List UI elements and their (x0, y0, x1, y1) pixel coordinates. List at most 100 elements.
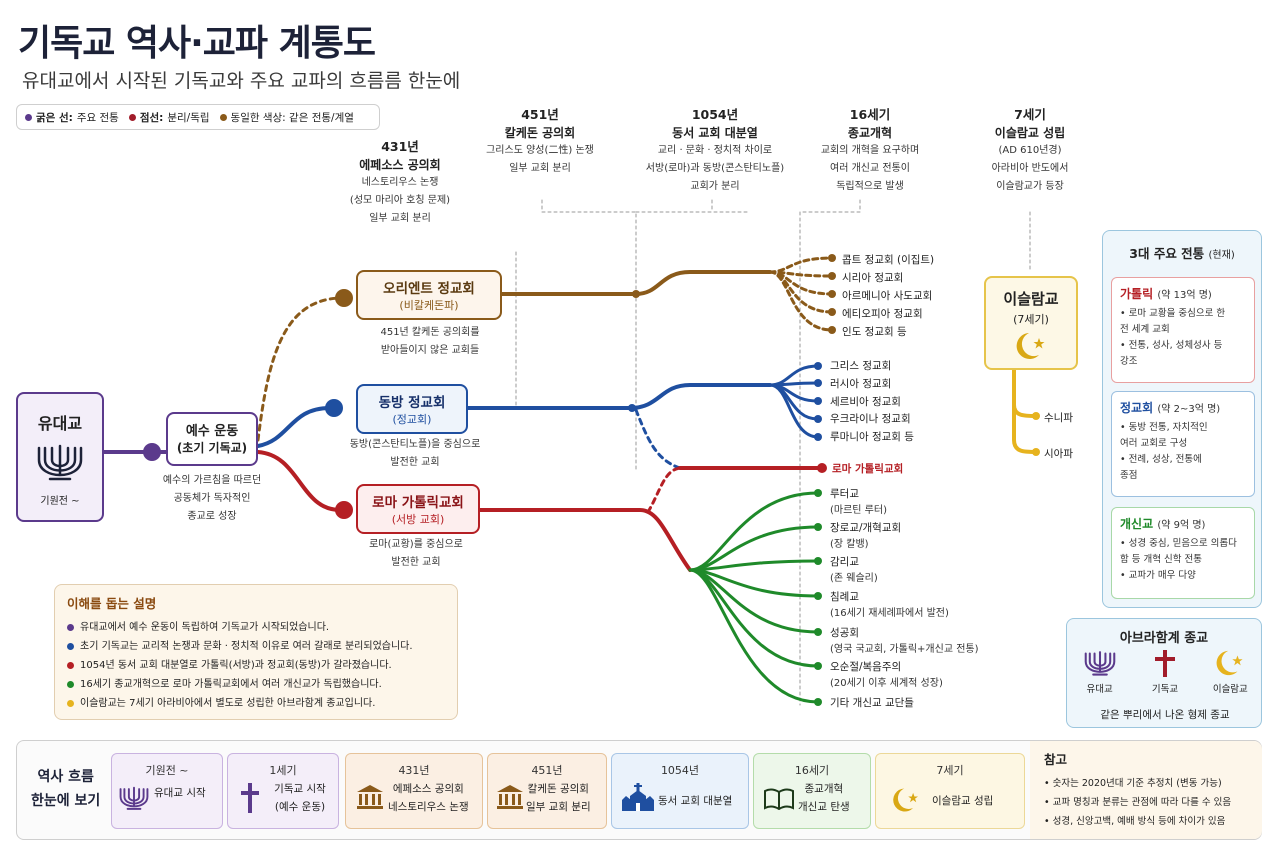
catholic-branch[interactable]: 로마 가톨릭교회 (832, 463, 904, 475)
node-subtitle: 기원전 ~ (40, 496, 80, 507)
tradition-orthodox[interactable]: 정교회 (약 2~3억 명) • 동방 전통, 자치적인 여러 교회로 구성 •… (1111, 391, 1255, 497)
abrahamic-islam: 이슬람교 (1200, 649, 1260, 695)
tradition-line: • 전통, 성사, 성체성사 등 (1120, 340, 1223, 351)
timeline-text: 네스토리우스 논쟁 (388, 801, 469, 813)
event-year: 431년 (381, 139, 419, 154)
event-line: 교회가 분리 (690, 181, 740, 192)
legend-dot (219, 113, 227, 121)
tradition-name: 개신교 (1120, 517, 1154, 531)
event-line: 네스토리우스 논쟁 (361, 177, 439, 188)
traditions-title: 3대 주요 전통 (현재) (1103, 243, 1261, 262)
timeline-text: 이슬람교 성립 (932, 795, 994, 807)
legend-bold: 점선: (139, 111, 164, 124)
protestant-lutheran[interactable]: 루터교(마르틴 루터) (830, 486, 887, 516)
tradition-count: (약 13억 명) (1157, 290, 1212, 301)
branch-item[interactable]: 인도 정교회 등 (842, 326, 907, 338)
branch-item[interactable]: 아르메니아 사도교회 (842, 290, 933, 302)
protestant-other[interactable]: 기타 개신교 교단들 (830, 695, 914, 710)
branch-item[interactable]: 러시아 정교회 (830, 377, 892, 390)
legend-dot (128, 113, 136, 121)
timeline-text: (예수 운동) (274, 801, 326, 813)
event-line: 이슬람교가 등장 (996, 181, 1064, 192)
protestant-baptist[interactable]: 침례교(16세기 재세례파에서 발전) (830, 589, 949, 619)
event-line: 그리스도 양성(二性) 논쟁 (486, 145, 594, 156)
node-title: 로마 가톨릭교회 (372, 495, 464, 511)
timeline-text: 유대교 시작 (154, 787, 206, 799)
timeline-year: 16세기 (794, 764, 830, 777)
protestant-presbyterian[interactable]: 장로교/개혁교회(장 칼뱅) (830, 520, 901, 550)
event-year: 451년 (521, 107, 559, 122)
tradition-count: (약 9억 명) (1157, 520, 1206, 531)
desc-line: 동방(콘스탄티노플)을 중심으로 (349, 439, 481, 450)
branch-sub: (마르틴 루터) (830, 505, 887, 516)
explanation-text: 1054년 동서 교회 대분열로 가톨릭(서방)과 정교회(동방)가 갈라졌습니… (80, 660, 392, 671)
event-year: 16세기 (849, 107, 891, 122)
bullet-dot (67, 624, 74, 631)
node-judaism[interactable]: 유대교 기원전 ~ (16, 392, 104, 522)
traditions-panel: 3대 주요 전통 (현재) 가톨릭 (약 13억 명) • 로마 교황을 중심으… (1102, 230, 1262, 608)
tradition-count: (약 2~3억 명) (1157, 404, 1221, 415)
event-1054: 1054년 동서 교회 대분열 교리 · 문화 · 정치적 차이로 서방(로마)… (630, 106, 800, 196)
timeline-text: 종교개혁 (804, 783, 844, 795)
protestant-methodist[interactable]: 감리교(존 웨슬리) (830, 554, 878, 584)
node-roman-catholic[interactable]: 로마 가톨릭교회 (서방 교회) (356, 484, 480, 534)
legend-bold: 굵은 선: (36, 111, 73, 124)
reference-line: • 숫자는 2020년대 기준 추정치 (변동 가능) (1044, 778, 1222, 789)
timeline-year: 431년 (398, 764, 430, 777)
event-line: 아라비아 반도에서 (991, 163, 1069, 174)
explanation-text: 초기 기독교는 교리적 논쟁과 문화 · 정치적 이유로 여러 갈래로 분리되었… (80, 641, 413, 652)
abrahamic-label: 이슬람교 (1212, 684, 1248, 695)
tradition-catholic[interactable]: 가톨릭 (약 13억 명) • 로마 교황을 중심으로 한 전 세계 교회 • … (1111, 277, 1255, 383)
menorah-icon (119, 786, 149, 810)
node-eastern-orthodox[interactable]: 동방 정교회 (정교회) (356, 384, 468, 434)
timeline-card-islam[interactable]: 7세기 이슬람교 성립 (875, 753, 1025, 829)
node-subtitle: (서방 교회) (391, 513, 445, 526)
tradition-line: 강조 (1120, 356, 1138, 367)
branch-item[interactable]: 그리스 정교회 (830, 360, 892, 372)
tradition-protestant[interactable]: 개신교 (약 9억 명) • 성경 중심, 믿음으로 의롭다 함 등 개혁 신학… (1111, 507, 1255, 599)
node-islam[interactable]: 이슬람교 (7세기) (984, 276, 1078, 370)
branch-item[interactable]: 세르비아 정교회 (830, 395, 901, 408)
branch-sub: (20세기 이후 세계적 성장) (830, 678, 943, 689)
timeline-card-judaism[interactable]: 기원전 ~ 유대교 시작 (111, 753, 223, 829)
explanation-text: 유대교에서 예수 운동이 독립하여 기독교가 시작되었습니다. (80, 622, 330, 633)
tradition-line: 종점 (1120, 470, 1138, 481)
node-jesus[interactable]: 예수 운동 (초기 기독교) (166, 412, 258, 466)
protestant-pentecostal[interactable]: 오순절/복음주의 (20세기 이후 세계적 성장) (830, 659, 943, 689)
timeline-card-christianity[interactable]: 1세기 기독교 시작(예수 운동) (227, 753, 339, 829)
protestant-anglican[interactable]: 성공회 (영국 국교회, 가톨릭+개신교 전통) (830, 625, 979, 655)
event-line: 여러 개신교 전통이 (830, 163, 910, 174)
branch-name: 오순절/복음주의 (830, 661, 902, 673)
branch-name: 침례교 (830, 591, 859, 603)
branch-name: 성공회 (830, 627, 859, 639)
reference-title: 참고 (1044, 752, 1068, 767)
branch-item[interactable]: 루마니아 정교회 등 (830, 431, 914, 444)
page-title: 기독교 역사·교파 계통도 (18, 23, 376, 64)
timeline-bar: 역사 흐름 한눈에 보기 기원전 ~ 유대교 시작 1세기 기독교 시작(예수 … (16, 740, 1262, 840)
node-oriental-orthodox[interactable]: 오리엔트 정교회 (비칼케돈파) (356, 270, 502, 320)
timeline-year: 1054년 (660, 764, 700, 777)
desc-line: 받아들이지 않은 교회들 (380, 345, 480, 356)
islam-sunni[interactable]: 수니파 (1044, 412, 1073, 424)
tradition-line: • 전례, 성상, 전통에 (1120, 454, 1202, 465)
branch-name: 감리교 (830, 556, 859, 568)
reference-line: • 성경, 신앙고백, 예배 방식 등에 차이가 있음 (1044, 816, 1226, 827)
tradition-line: 함 등 개혁 신학 전통 (1120, 554, 1202, 565)
timeline-card-1054[interactable]: 1054년 동서 교회 대분열 (611, 753, 749, 829)
timeline-label-line: 한눈에 보기 (31, 793, 101, 809)
islam-shia[interactable]: 시아파 (1044, 448, 1073, 460)
branch-item[interactable]: 시리아 정교회 (842, 272, 904, 284)
explanation-line: 유대교에서 예수 운동이 독립하여 기독교가 시작되었습니다. (67, 618, 445, 637)
legend-item-dotted: 점선:분리/독립 (128, 110, 210, 125)
branch-sub: (장 칼뱅) (830, 539, 869, 550)
branch-item[interactable]: 우크라이나 정교회 (830, 413, 911, 426)
branch-item[interactable]: 에티오피아 정교회 (842, 308, 923, 320)
branch-sub: (영국 국교회, 가톨릭+개신교 전통) (830, 644, 979, 655)
temple-icon (497, 785, 523, 809)
abrahamic-panel: 아브라함계 종교 유대교 기독교 이슬람교 같은 뿌리에서 나온 형제 종교 (1066, 618, 1262, 728)
node-title: 유대교 (37, 414, 83, 433)
branch-item[interactable]: 콥트 정교회 (이집트) (842, 254, 935, 266)
